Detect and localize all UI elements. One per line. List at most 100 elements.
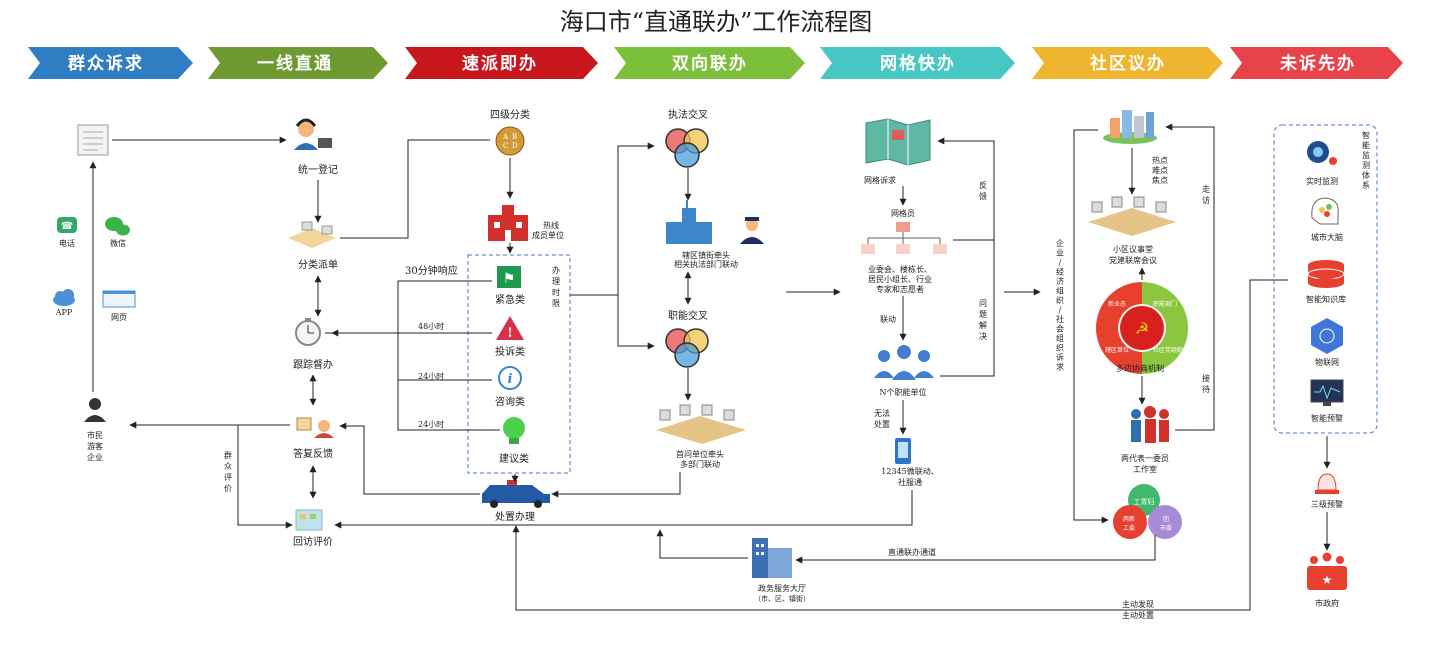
city-buildings-icon [1103,110,1157,144]
hot-label-1: 热点 [1152,155,1168,165]
database-icon [1307,260,1345,288]
stage-banner-appeal [28,47,193,79]
problem-vertical-1: 问 [979,299,987,308]
vtext6-char: 求 [1056,362,1064,372]
document-icon [77,124,109,156]
func-cross-label: 职能交叉 [668,309,708,322]
four-level-label: 四级分类 [490,108,530,121]
monitor-camera-icon [1307,141,1337,165]
app-cloud-icon [53,289,75,306]
category-box [467,254,571,474]
svg-text:⚑: ⚑ [503,271,516,287]
circle-top-label: 工青妇 [1134,497,1155,506]
lightbulb-icon [503,417,525,444]
studio-label-2: 工作室 [1133,464,1157,474]
police-car-icon [482,480,550,508]
svg-text:i: i [508,372,513,387]
org-chart-icon [861,222,947,254]
brain-icon [1311,197,1339,225]
citizen-label-1: 市民 [87,430,103,440]
vtext6-char: 会 [1056,324,1064,334]
party-seg-1: 职能部门 [1153,300,1177,308]
stage-banner-dispatch [405,47,598,79]
connector-lines [89,123,1331,611]
category-consult: 咨询类 [495,395,525,408]
category-urgent: 紧急类 [495,293,525,306]
three-circles-icon: 工青妇 两新 工委 团 市委 [1113,484,1182,539]
people-group-icon [874,345,934,380]
vtext6-char: 组 [1056,286,1064,296]
stage-banner-direct [208,47,388,79]
func-note-1: 首问单位牵头 [676,449,724,459]
diagram-title: 海口市“直通联办”工作流程图 [560,8,873,36]
handle-label: 处置办理 [495,510,535,523]
iot-label: 物联网 [1315,357,1339,367]
law-note-2: 相关执法部门联动 [674,259,738,269]
stage-label-direct: 一线直通 [257,53,333,74]
svg-text:A: A [502,133,509,141]
visit-vertical-1: 走 [1202,185,1210,194]
party-seg-3: 辖区单位 [1105,346,1129,354]
linkage-label: 联动 [880,314,896,324]
vtext6-char: / [1059,258,1062,267]
mobile-app-icon [895,438,911,464]
vtext6-char: 企 [1056,238,1064,248]
svg-text:★: ★ [1322,573,1333,587]
cannot-handle-1: 无法 [874,408,890,418]
svg-text:B: B [512,133,517,141]
law-enforcement-icon [666,200,764,244]
hot-label-2: 难点 [1152,165,1168,175]
svg-text:!: ! [507,326,513,341]
svg-text:☎: ☎ [61,221,73,232]
warning-monitor-icon [1310,379,1344,406]
category-suggest: 建议类 [499,452,529,465]
vtext6-char: 济 [1056,276,1064,286]
studio-label-1: 两代表一委员 [1121,453,1169,463]
stage-label-community: 社区议办 [1089,53,1166,74]
hotline-building-icon [488,205,528,241]
web-page-icon [102,290,136,308]
vtext7-char: 智 [1362,130,1370,140]
svg-text:☭: ☭ [1135,319,1149,338]
info-icon: i [498,366,522,390]
vtext6-char: 业 [1056,248,1064,258]
vtext6-char: 织 [1056,343,1064,353]
warning-triangle-icon: ! [496,316,524,341]
org-note-3: 专家和志愿者 [876,284,924,294]
time-24h-b: 24小时 [418,419,444,429]
func-note-2: 多部门联动 [680,459,720,469]
stopwatch-icon [295,318,321,346]
feedback-vertical-1: 反 [979,180,987,190]
law-note-1: 辖区镇街牵头 [682,250,730,260]
law-venn-icon [665,128,709,168]
party-emblem-wheel-icon: ☭ 职能部门 社区党组织 辖区单位 新业态 [1096,282,1188,374]
citizen-icon [84,398,106,422]
meeting-hall-icon [1088,196,1176,236]
circle-left-label-2: 工委 [1123,524,1135,532]
time-24h-a: 24小时 [418,371,444,381]
representatives-icon [1131,406,1169,443]
reply-icon [296,417,334,438]
category-complaint: 投诉类 [495,345,525,358]
stage-label-dispatch: 速派即办 [462,53,538,74]
stage-banner-grid [820,47,1015,79]
active-label-2: 主动处置 [1122,610,1154,620]
hot-label-3: 焦点 [1152,175,1168,185]
vtext7-char: 能 [1362,140,1370,150]
gov-label: 市政府 [1315,598,1339,608]
meeting-label-2: 党建联席会议 [1109,255,1157,265]
circle-right-label-1: 团 [1163,516,1169,523]
wechat-icon [105,217,130,236]
deadline-vertical-2: 理 [552,277,560,286]
knowledge-label: 智能知识库 [1306,294,1346,304]
func-venn-icon [665,328,709,368]
grid-map-icon [865,118,931,166]
problem-vertical-2: 题 [979,310,987,319]
meeting-table-icon [656,404,746,444]
phone-icon: ☎ [57,217,77,233]
deadline-vertical-4: 限 [552,299,560,308]
deadline-vertical-1: 办 [552,265,560,275]
